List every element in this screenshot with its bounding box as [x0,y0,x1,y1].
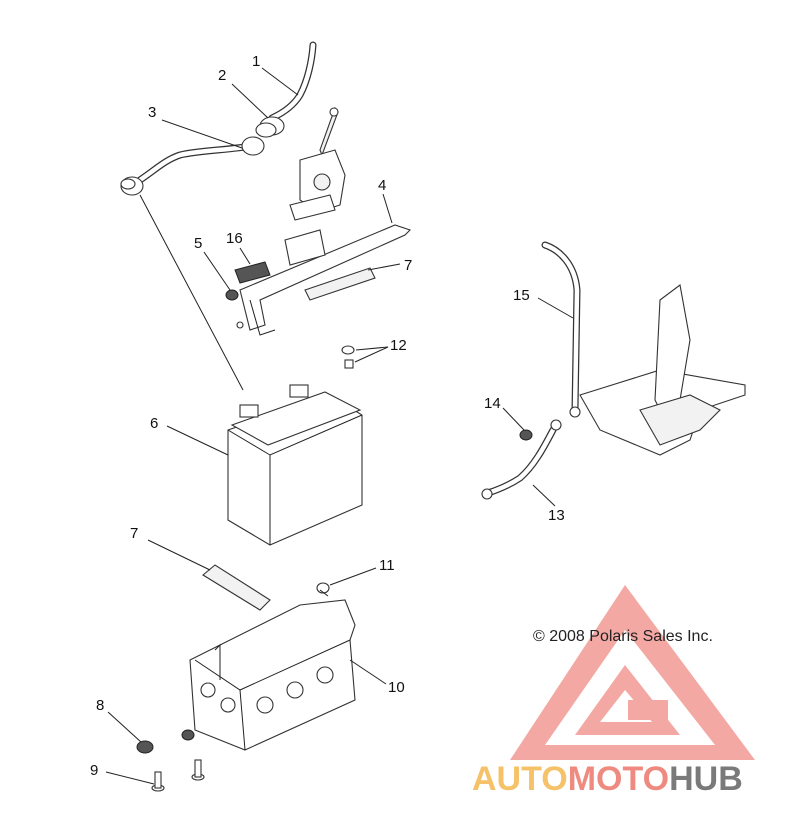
callout-15: 15 [513,287,530,304]
watermark-moto: MOTO [568,760,669,798]
part-12-bolt [341,345,355,369]
relay-assembly [289,106,346,221]
part-16-pad [234,261,271,284]
callout-12: 12 [390,337,407,354]
callout-labels: 1 2 3 4 5 16 7 12 6 15 14 13 7 11 10 8 9 [90,53,565,779]
part-3-cable [120,136,265,196]
part-14-nut [519,429,533,441]
watermark-hub: HUB [669,760,743,798]
part-1-cable [268,41,317,122]
watermark-text: AUTOMOTOHUB [472,760,743,798]
watermark-auto: AUTO [472,760,568,798]
callout-10: 10 [388,679,405,696]
callout-6: 6 [150,415,158,432]
part-7-strip-upper [304,267,376,301]
copyright-text: © 2008 Polaris Sales Inc. [533,628,713,645]
callout-3: 3 [148,104,156,121]
callout-2: 2 [218,67,226,84]
part-11-screw [316,582,330,597]
part-7-strip-lower [202,564,271,611]
part-4-bracket [236,224,412,336]
callout-5: 5 [194,235,202,252]
callout-8: 8 [96,697,104,714]
part-9-bolts [151,759,205,792]
callout-1: 1 [252,53,260,70]
watermark-logo [510,585,755,760]
frame-assembly [579,284,746,456]
callout-11: 11 [379,557,395,574]
callout-4: 4 [378,177,386,194]
leader-lines [105,67,574,785]
callout-16: 16 [226,230,243,247]
part-8-nut [136,729,195,754]
part-5-nut [225,289,239,301]
part-13-strap [481,419,562,500]
callout-9: 9 [90,762,98,779]
part-15-cable [541,241,581,418]
callout-7-upper: 7 [404,257,412,274]
part-10-battery-box [189,599,356,751]
callout-14: 14 [484,395,501,412]
part-2-boot [255,116,285,138]
callout-7-lower: 7 [130,525,138,542]
part-6-battery [227,384,363,546]
callout-13: 13 [548,507,565,524]
